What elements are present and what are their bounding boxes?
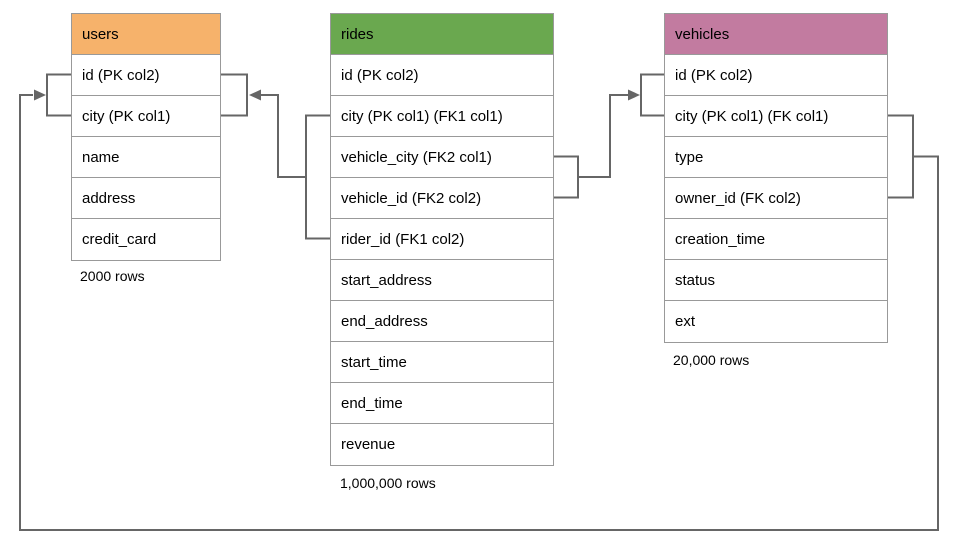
table-row: credit_card	[72, 219, 220, 260]
rides-right-bracket-line	[554, 155, 579, 199]
users-row-count-label: 2000 rows	[80, 268, 145, 284]
fk1-connector-line	[260, 94, 306, 178]
table-rides: rides id (PK col2) city (PK col1) (FK1 c…	[330, 13, 554, 466]
table-row: id (PK col2)	[665, 55, 887, 96]
table-row: end_time	[331, 383, 553, 424]
table-vehicles-header: vehicles	[665, 14, 887, 55]
users-left-bracket-line	[46, 73, 71, 117]
table-row: ext	[665, 301, 887, 342]
table-row: id (PK col2)	[331, 55, 553, 96]
table-row: owner_id (FK col2)	[665, 178, 887, 219]
table-users-header: users	[72, 14, 220, 55]
table-row: vehicle_city (FK2 col1)	[331, 137, 553, 178]
rides-row-count-label: 1,000,000 rows	[340, 475, 436, 491]
table-row: type	[665, 137, 887, 178]
table-row: id (PK col2)	[72, 55, 220, 96]
rides-left-bracket-line	[305, 114, 330, 240]
table-row: vehicle_id (FK2 col2)	[331, 178, 553, 219]
table-row: city (PK col1) (FK1 col1)	[331, 96, 553, 137]
vehicles-left-bracket-line	[640, 73, 664, 117]
table-row: city (PK col1) (FK col1)	[665, 96, 887, 137]
table-row: creation_time	[665, 219, 887, 260]
table-row: rider_id (FK1 col2)	[331, 219, 553, 260]
vehicles-right-bracket-line	[888, 114, 914, 199]
table-row: city (PK col1)	[72, 96, 220, 137]
users-right-bracket-line	[221, 73, 248, 117]
table-vehicles: vehicles id (PK col2) city (PK col1) (FK…	[664, 13, 888, 343]
fk2-arrowhead-icon	[628, 89, 640, 101]
fk-arrowhead-icon	[34, 89, 46, 101]
table-rides-header: rides	[331, 14, 553, 55]
fk2-connector-line	[578, 94, 629, 178]
table-row: address	[72, 178, 220, 219]
table-row: start_time	[331, 342, 553, 383]
vehicles-row-count-label: 20,000 rows	[673, 352, 750, 368]
table-row: start_address	[331, 260, 553, 301]
table-users: users id (PK col2) city (PK col1) name a…	[71, 13, 221, 261]
table-row: revenue	[331, 424, 553, 465]
table-row: status	[665, 260, 887, 301]
table-row: name	[72, 137, 220, 178]
fk1-arrowhead-icon	[249, 89, 261, 101]
table-row: end_address	[331, 301, 553, 342]
